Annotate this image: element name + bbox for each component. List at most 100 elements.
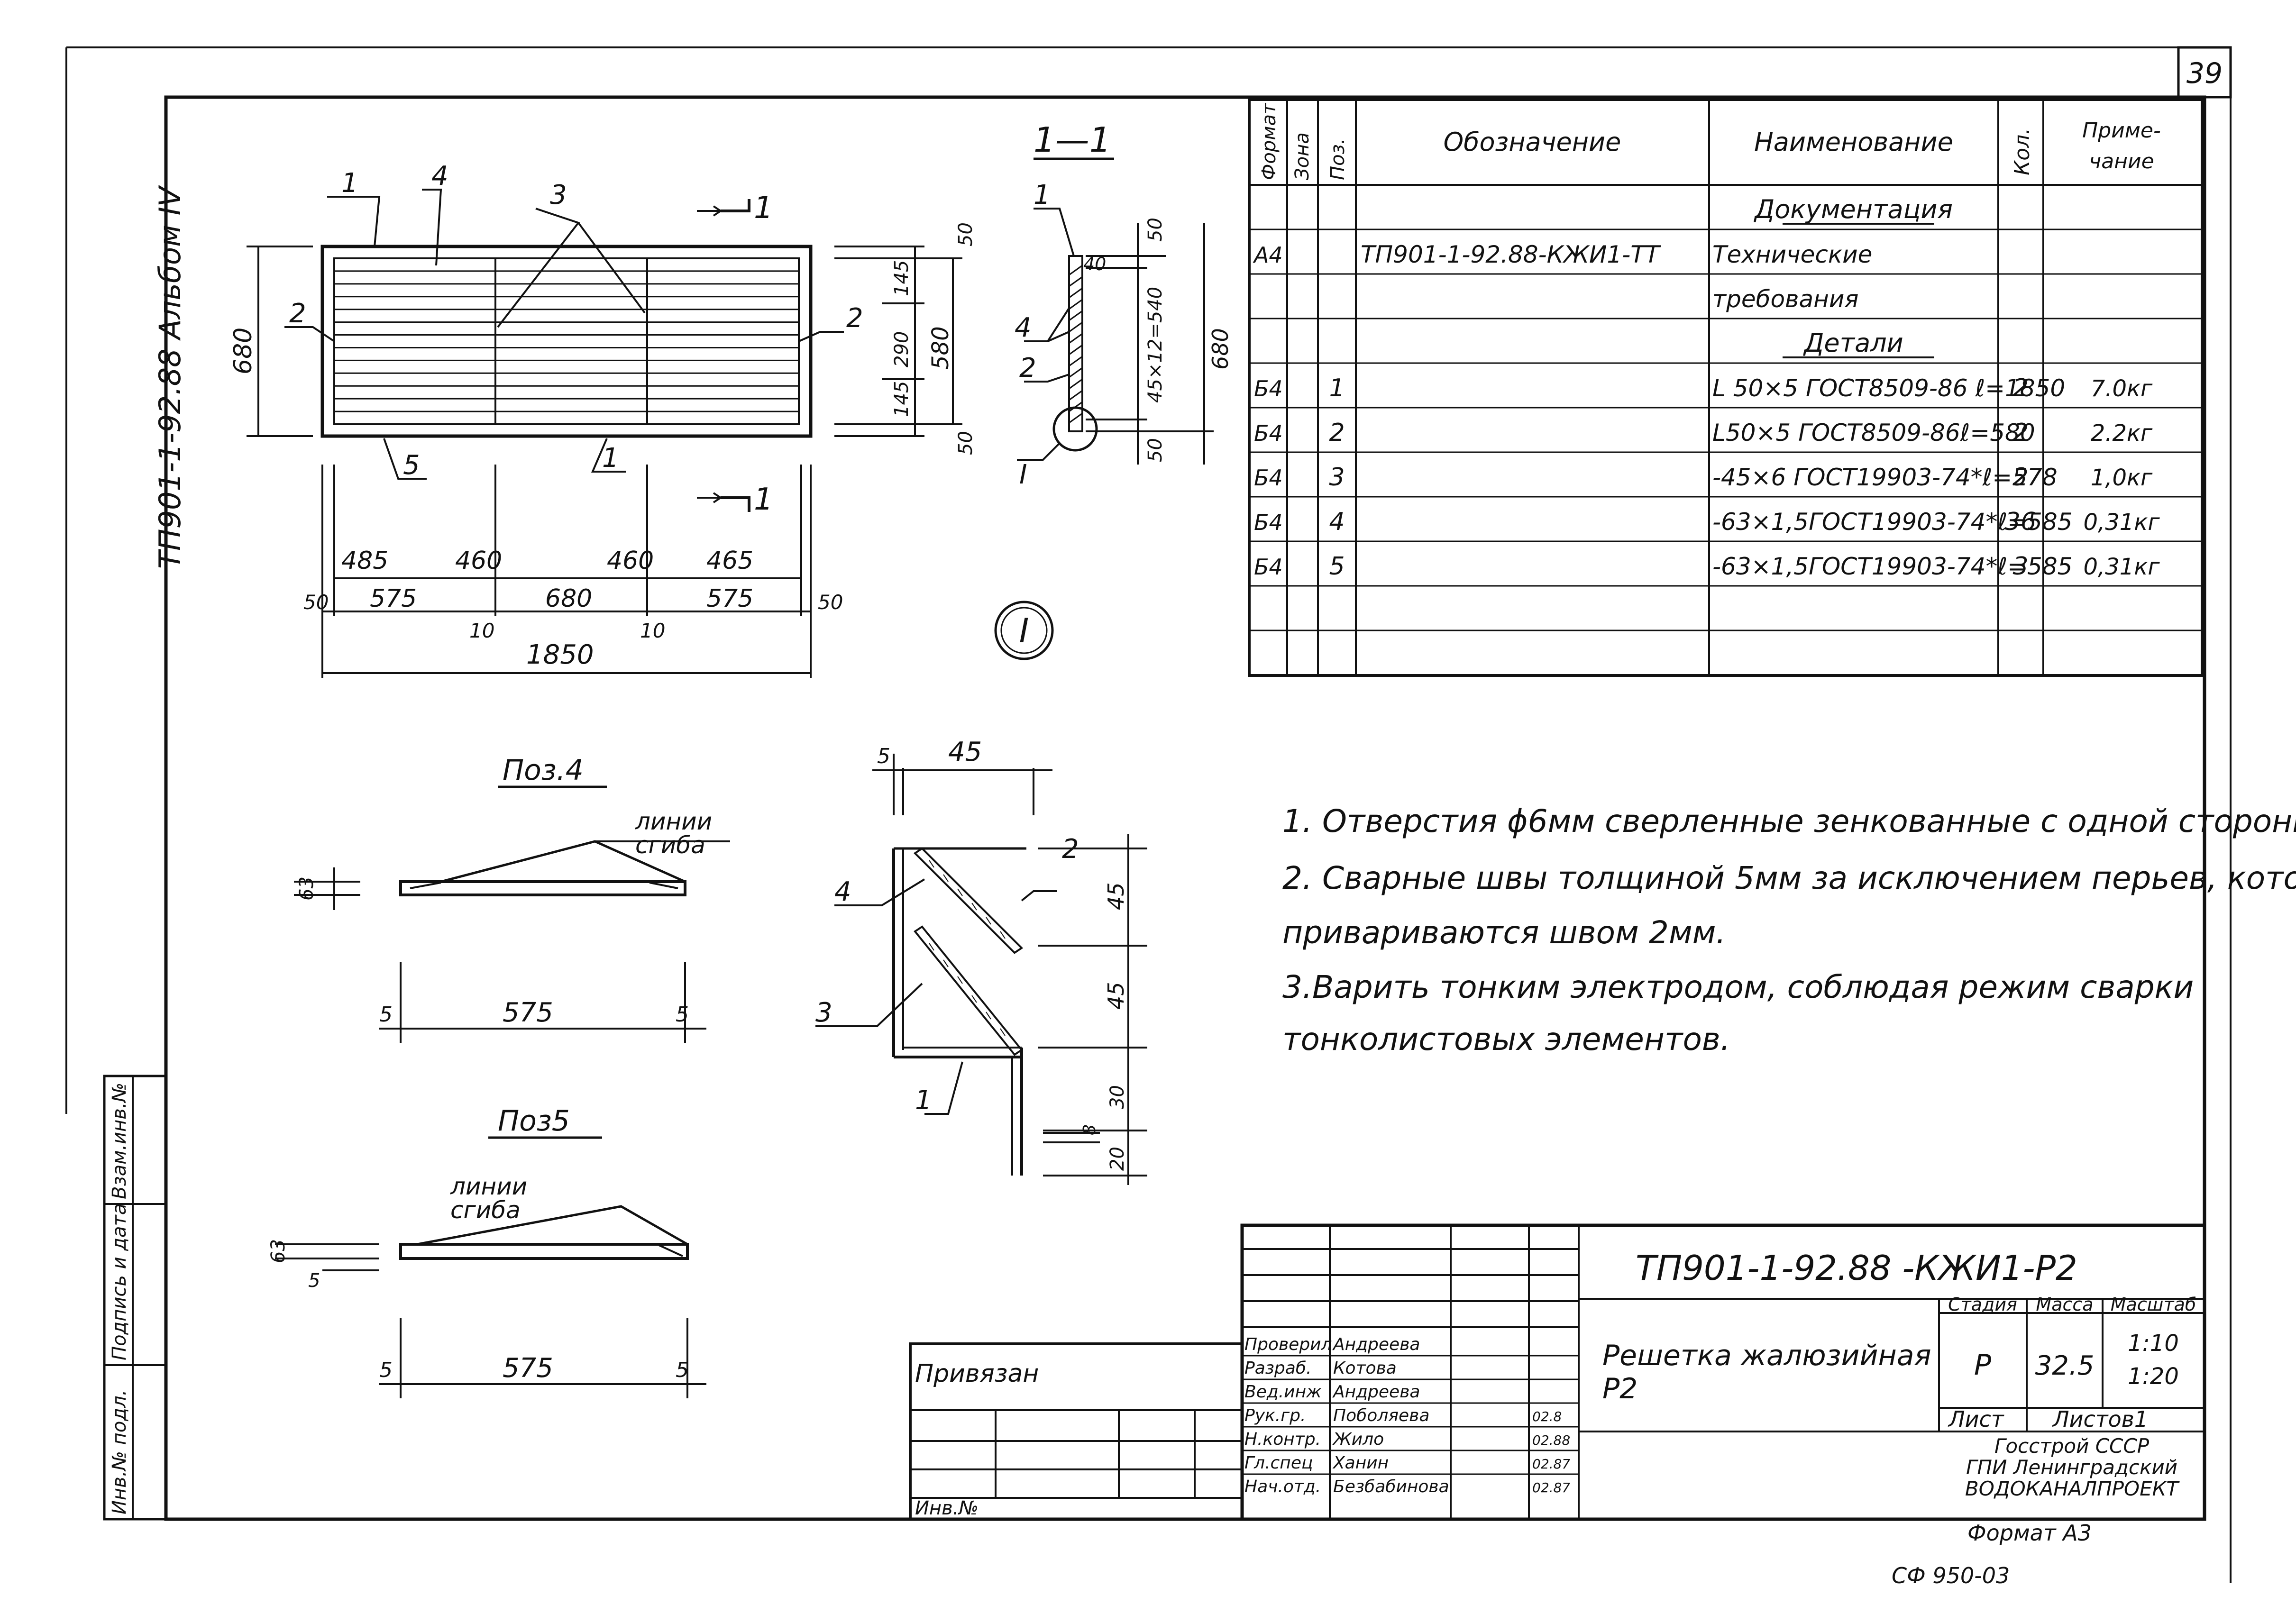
leader-2-left: 2 [289,298,306,329]
spec-qty: 3 [2012,552,2028,581]
hatch-line [1069,276,1083,287]
dim-mid-1: 50 [303,591,329,614]
spec-note: 2.2кг [2091,420,2153,447]
pos5-dim-5-right: 5 [676,1358,689,1382]
dim-right-4: 145 [891,381,913,417]
tb-role: Н.контр. [1244,1430,1321,1449]
pos5-title: Поз5 [498,1104,570,1138]
spec-qty: 2 [2012,419,2028,447]
hatch-line [1069,367,1083,378]
tb-role-name: Поболяева [1333,1406,1429,1425]
detI-leader-3: 3 [815,997,832,1028]
spec-format: А4 [1253,242,1283,268]
tb-role-date: 02.8 [1532,1409,1562,1424]
sec-dim-40: 40 [1083,254,1106,274]
tb-role-name: Андреева [1332,1382,1420,1402]
dim-right-5: 50 [955,431,977,455]
tb-role-name: Котова [1333,1359,1397,1378]
detI-dim-45-2: 45 [1103,982,1129,1010]
tb-scale-header: Масштаб [2111,1294,2196,1315]
sec-leader-1: 1 [1034,180,1051,210]
detI-leader-4: 4 [834,876,851,907]
spec-qty: 2 [2012,374,2028,402]
note-2: 2. Сварные швы толщиной 5мм за исключени… [1282,860,2296,896]
sec-dim-680: 680 [1207,328,1233,370]
tb-role: Гл.спец [1244,1453,1313,1473]
strip-inv: Инв.№ подл. [109,1390,130,1514]
hatch-line [1069,356,1083,367]
spec-format: Б4 [1254,510,1283,535]
tb-stage-header: Стадия [1948,1294,2017,1315]
pos4-dim-63: 63 [296,876,318,901]
note-2-cont: привариваются швом 2мм. [1282,914,1726,951]
tb-role-name: Андреева [1332,1335,1420,1354]
hatch-line [1069,321,1083,333]
detI-leader-1: 1 [915,1085,932,1116]
spec-pos: 1 [1329,374,1345,402]
header-note-2: чание [2089,149,2154,173]
tb-role-name: Ханин [1332,1453,1389,1473]
detI-dim-45-top: 45 [948,737,982,767]
tb-bound-label: Привязан [915,1359,1039,1388]
spec-format: Б4 [1254,554,1283,580]
spec-name: Технические [1712,241,1872,268]
dim-height: 680 [229,328,257,374]
header-zone: Зона [1291,132,1313,180]
header-format: Формат [1258,102,1280,180]
tb-role: Нач.отд. [1244,1477,1321,1496]
note-3-cont: тонколистовых элементов. [1282,1021,1730,1058]
dim-right-3: 290 [891,331,913,367]
left-strip: Инв.№ подл. Подпись и дата Взам.инв.№ [103,1075,167,1521]
sec-leader-4: 4 [1015,312,1032,343]
notes: 1. Отверстия ϕ6мм сверленные зенкованные… [1282,803,2296,1058]
dim-top-4: 465 [706,547,753,575]
hatch-line [1069,299,1083,310]
hatch-line [1069,310,1083,321]
tb-role: Вед.инж [1244,1382,1322,1402]
sheet-number: 39 [2186,57,2223,90]
header-name: Наименование [1754,127,1953,157]
hatch-line [1069,344,1083,356]
spec-name: требования [1712,285,1858,313]
spec-note: 7.0кг [2091,375,2153,402]
spec-name: Детали [1803,328,1903,358]
pos4-dim-5-left: 5 [379,1003,393,1027]
format-label: Формат А3 [1967,1520,2092,1546]
spec-table: Формат Зона Поз. Обозначение Наименовани… [1248,98,2204,677]
leader-4: 4 [431,161,448,191]
sec-callout: I [1019,459,1027,490]
note-1: 1. Отверстия ϕ6мм сверленные зенкованные… [1282,803,2296,839]
sec-dim-45x12: 45×12=540 [1144,287,1166,403]
leader-1-bottom: 1 [602,443,619,474]
main-view: 1 4 3 2 2 5 1 1 1 [229,161,977,678]
pos4-dim-575: 575 [503,997,553,1028]
hatch-line [1069,287,1083,299]
spec-designation: ТП901-1-92.88-КЖИ1-ТТ [1361,241,1661,268]
header-note-1: Приме- [2082,119,2161,143]
spec-pos: 5 [1329,552,1345,581]
tb-role-name: Безбабинова [1333,1477,1449,1496]
spec-pos: 2 [1329,419,1345,447]
pos5-dim-575: 575 [503,1353,553,1384]
detI-dim-30: 30 [1107,1085,1128,1109]
tb-role: Проверил [1244,1335,1332,1354]
dim-gap-2: 10 [640,619,665,642]
dim-mid-4: 575 [706,584,753,613]
header-qty: Кол. [2010,128,2034,175]
leader-1: 1 [341,168,358,199]
leader-5: 5 [403,450,420,481]
tb-stage: Р [1974,1349,1992,1382]
section-mark-top: 1 [754,191,773,226]
tb-mass-header: Масса [2036,1294,2093,1315]
tb-role-date: 02.88 [1532,1432,1570,1448]
pos5-dim-63: 63 [267,1239,289,1263]
dim-top-3: 460 [607,547,654,575]
dim-top-1: 485 [341,547,388,575]
leader-3: 3 [550,180,567,210]
album-label: ТП901-1-92.88 Альбом IV [153,184,187,569]
